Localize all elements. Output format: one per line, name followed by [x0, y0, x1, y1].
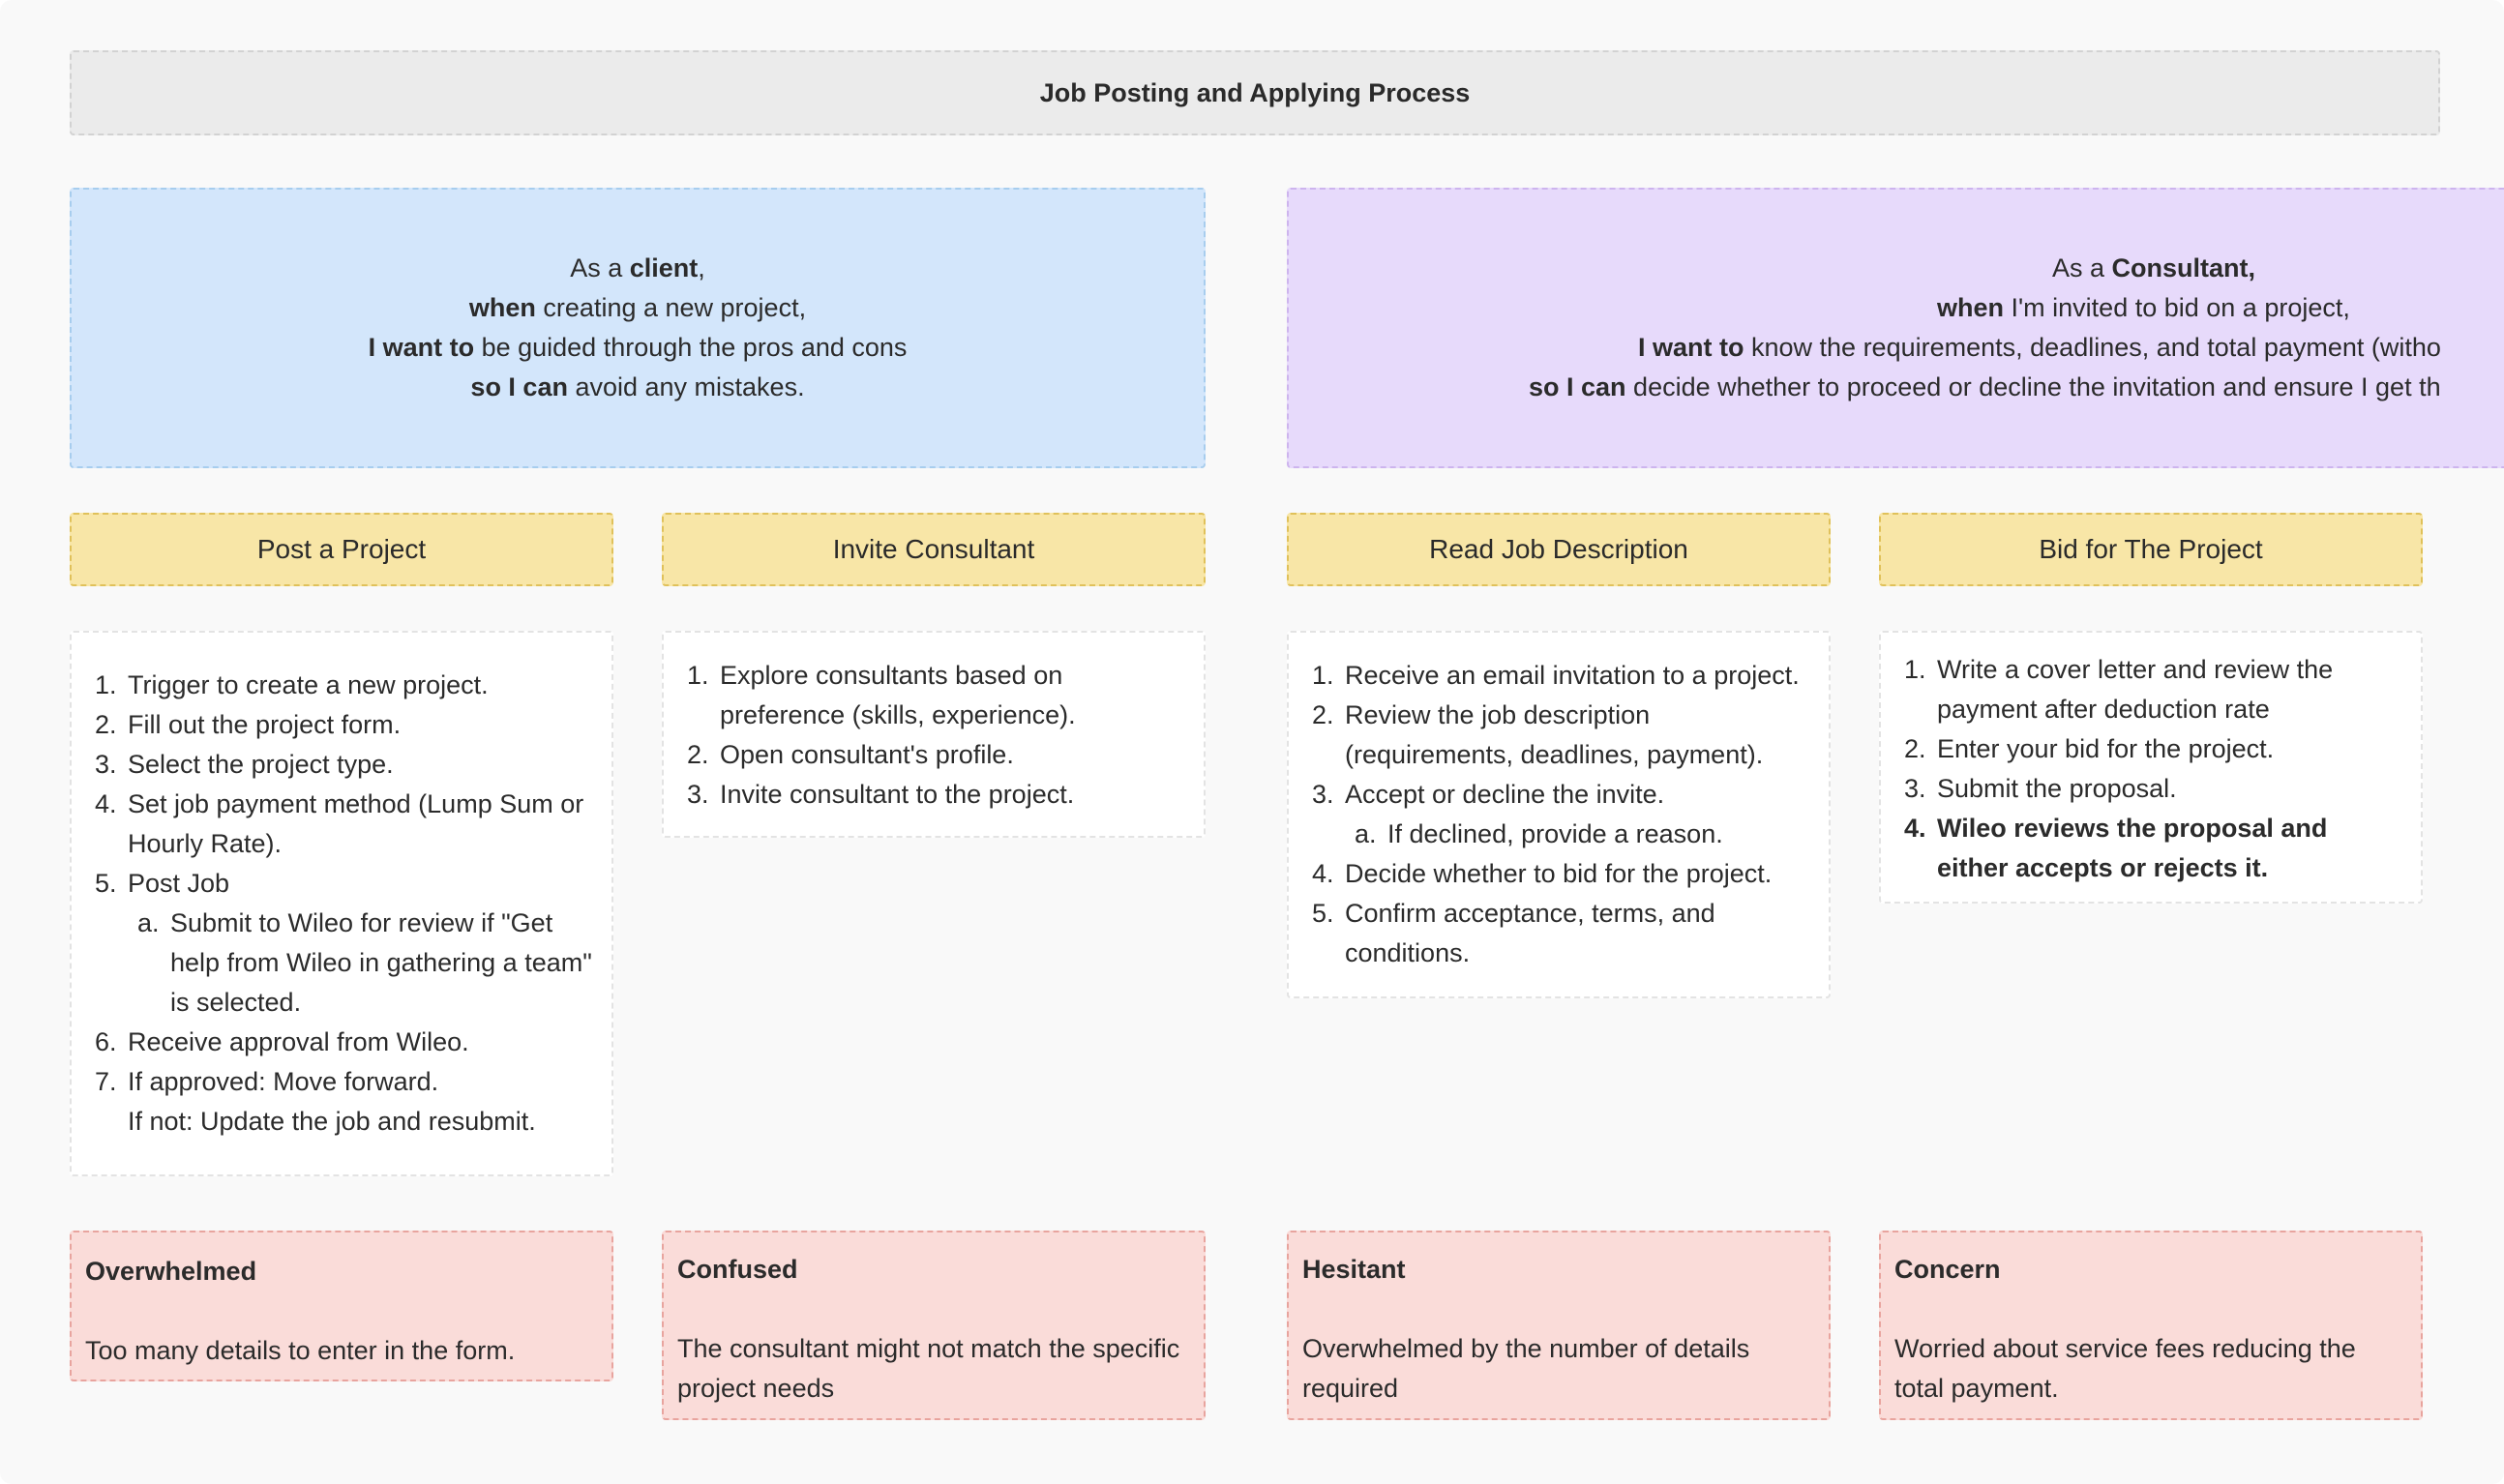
step-bid-project: Bid for The Project: [1879, 513, 2423, 586]
list-item: Receive approval from Wileo.: [124, 1023, 602, 1062]
list-item: Review the job description (requirements…: [1341, 696, 1815, 775]
consultant-user-story: As a Consultant, when I'm invited to bid…: [1287, 188, 2504, 468]
note-text: The consultant might not match the speci…: [677, 1334, 1180, 1403]
list-item: Fill out the project form.: [124, 705, 602, 745]
story-line-when: when I'm invited to bid on a project,: [1937, 293, 2350, 322]
detail-read-job-description: Receive an email invitation to a project…: [1287, 631, 1831, 998]
list-item: Explore consultants based on preference …: [716, 656, 1184, 735]
list-item: Write a cover letter and review the paym…: [1933, 650, 2401, 729]
list-item: If approved: Move forward. If not: Updat…: [124, 1062, 602, 1142]
list-item: Post Job Submit to Wileo for review if "…: [124, 864, 602, 1023]
list-item: Submit the proposal.: [1933, 769, 2401, 809]
list-item: Invite consultant to the project.: [716, 775, 1184, 815]
story-line-role: As a client,: [570, 253, 705, 282]
client-user-story: As a client, when creating a new project…: [70, 188, 1206, 468]
list-item: Decide whether to bid for the project.: [1341, 854, 1815, 894]
story-line-role: As a Consultant,: [2052, 253, 2256, 282]
note-text: Too many details to enter in the form.: [85, 1336, 516, 1365]
note-text: Overwhelmed by the number of details req…: [1302, 1334, 1750, 1403]
step-invite-consultant: Invite Consultant: [662, 513, 1206, 586]
note-heading: Confused: [677, 1255, 798, 1284]
emotion-note-overwhelmed: Overwhelmed Too many details to enter in…: [70, 1231, 613, 1381]
step-post-project: Post a Project: [70, 513, 613, 586]
note-heading: Concern: [1894, 1255, 2001, 1284]
step-read-job-description: Read Job Description: [1287, 513, 1831, 586]
list-item: Wileo reviews the proposal and either ac…: [1933, 809, 2401, 888]
detail-invite-consultant: Explore consultants based on preference …: [662, 631, 1206, 838]
story-line-want: I want to be guided through the pros and…: [368, 333, 908, 362]
sub-list-item: If declined, provide a reason.: [1384, 815, 1815, 854]
emotion-note-concern: Concern Worried about service fees reduc…: [1879, 1231, 2423, 1420]
note-heading: Overwhelmed: [85, 1257, 257, 1286]
note-heading: Hesitant: [1302, 1255, 1406, 1284]
board-title-text: Job Posting and Applying Process: [1039, 77, 1471, 107]
sub-list-item: Submit to Wileo for review if "Get help …: [166, 904, 602, 1023]
list-item: Select the project type.: [124, 745, 602, 785]
list-item: Trigger to create a new project.: [124, 666, 602, 705]
story-line-so: so I can avoid any mistakes.: [470, 372, 805, 401]
list-item: Accept or decline the invite. If decline…: [1341, 775, 1815, 854]
story-line-want: I want to know the requirements, deadlin…: [1638, 333, 2441, 362]
list-item: Confirm acceptance, terms, and condition…: [1341, 894, 1815, 973]
list-item: Enter your bid for the project.: [1933, 729, 2401, 769]
story-line-when: when creating a new project,: [468, 293, 807, 322]
emotion-note-hesitant: Hesitant Overwhelmed by the number of de…: [1287, 1231, 1831, 1420]
list-item: Set job payment method (Lump Sum or Hour…: [124, 785, 602, 864]
list-item: Open consultant's profile.: [716, 735, 1184, 775]
emotion-note-confused: Confused The consultant might not match …: [662, 1231, 1206, 1420]
board-title: Job Posting and Applying Process: [70, 50, 2440, 135]
story-line-so: so I can decide whether to proceed or de…: [1529, 372, 2441, 401]
note-text: Worried about service fees reducing the …: [1894, 1334, 2356, 1403]
detail-post-project: Trigger to create a new project. Fill ou…: [70, 631, 613, 1176]
list-item: Receive an email invitation to a project…: [1341, 656, 1815, 696]
detail-bid-project: Write a cover letter and review the paym…: [1879, 631, 2423, 904]
